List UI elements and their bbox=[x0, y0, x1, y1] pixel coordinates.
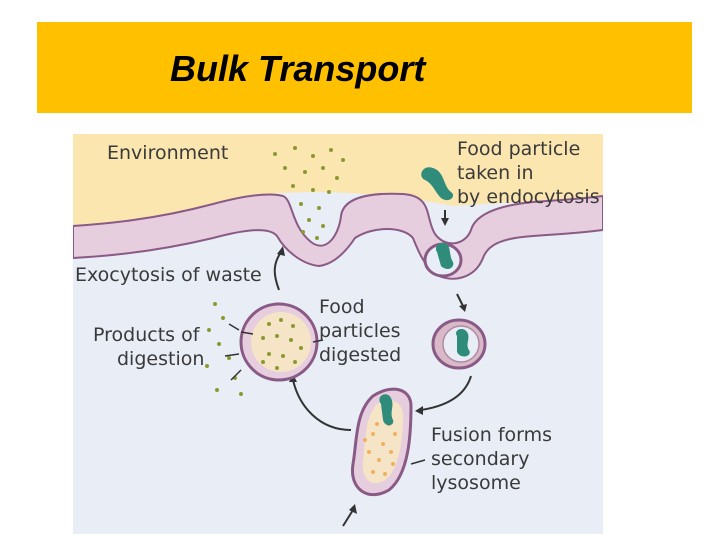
environment-dots bbox=[273, 146, 345, 240]
food-particle-endosome bbox=[456, 329, 470, 357]
food-particle-outside bbox=[421, 167, 454, 201]
label-products-2: digestion bbox=[117, 348, 205, 370]
label-products-1: Products of bbox=[93, 324, 200, 346]
label-exocytosis: Exocytosis of waste bbox=[75, 264, 262, 286]
title-bar bbox=[37, 22, 692, 113]
label-fusion-1: Fusion forms bbox=[431, 424, 553, 446]
product-dots bbox=[205, 302, 243, 396]
label-food-3: digested bbox=[319, 344, 402, 366]
label-food-1: Food bbox=[319, 296, 365, 318]
bulk-transport-diagram: Environment Food particle taken in by en… bbox=[72, 134, 604, 534]
label-food-particle-2: taken in bbox=[457, 162, 534, 184]
food-particle-vesicle bbox=[435, 242, 454, 269]
label-food-2: particles bbox=[319, 320, 401, 342]
diagram-canvas bbox=[72, 134, 604, 534]
slide-title: Bulk Transport bbox=[170, 48, 426, 89]
food-particle-lysosome bbox=[379, 394, 394, 426]
label-fusion-2: secondary bbox=[431, 448, 530, 470]
label-food-particle-1: Food particle bbox=[457, 138, 581, 160]
label-fusion-3: lysosome bbox=[431, 472, 521, 494]
label-food-particle-3: by endocytosis bbox=[457, 186, 600, 208]
product-arrows bbox=[224, 323, 242, 381]
digestion-dots bbox=[261, 318, 303, 370]
label-environment: Environment bbox=[107, 142, 229, 164]
environment-area bbox=[73, 134, 603, 226]
